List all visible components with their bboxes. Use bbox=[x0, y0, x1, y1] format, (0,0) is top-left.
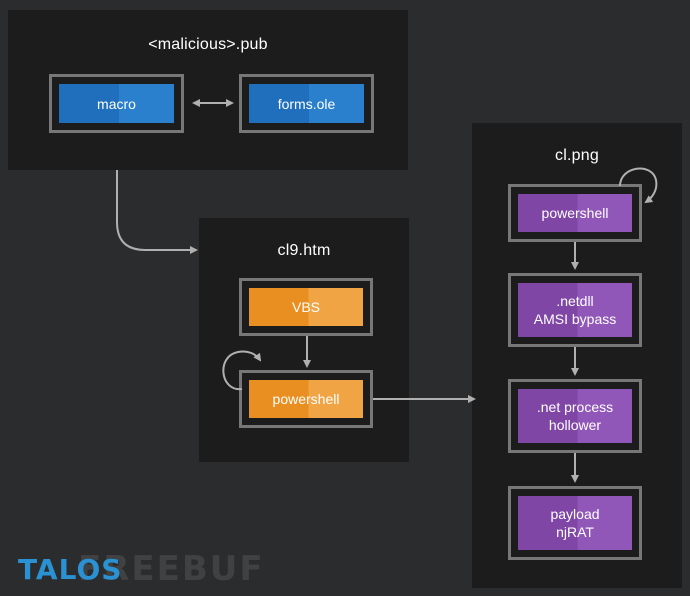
node-payload: payload njRAT bbox=[508, 486, 642, 560]
node-png-powershell-label: powershell bbox=[518, 194, 632, 232]
panel-publisher: <malicious>.pub macro forms.ole bbox=[8, 10, 408, 170]
node-netdll-line-2: AMSI bypass bbox=[533, 311, 617, 327]
watermark-text: FREEBUF bbox=[78, 549, 265, 589]
panel-publisher-title: <malicious>.pub bbox=[148, 36, 268, 53]
node-payload-line-2: njRAT bbox=[556, 524, 594, 540]
node-vbs-label: VBS bbox=[249, 288, 363, 326]
node-process-hollower-line-1: .net process bbox=[536, 399, 614, 415]
node-macro: macro bbox=[49, 74, 184, 133]
node-payload-label: payload njRAT bbox=[518, 496, 632, 550]
panel-htm: cl9.htm VBS powershell bbox=[199, 218, 409, 462]
node-png-powershell: powershell bbox=[508, 184, 642, 242]
node-vbs: VBS bbox=[239, 278, 373, 336]
panel-png: cl.png powershell .netdll AMSI bypass .n… bbox=[472, 123, 682, 588]
talos-logo: TALOS bbox=[18, 553, 123, 586]
node-netdll: .netdll AMSI bypass bbox=[508, 273, 642, 347]
node-netdll-label: .netdll AMSI bypass bbox=[518, 283, 632, 337]
node-process-hollower: .net process hollower bbox=[508, 379, 642, 453]
node-macro-text: macro bbox=[97, 95, 136, 112]
node-process-hollower-line-2: hollower bbox=[548, 417, 602, 433]
node-forms-ole-label: forms.ole bbox=[249, 84, 364, 123]
node-htm-powershell: powershell bbox=[239, 370, 373, 428]
node-netdll-line-1: .netdll bbox=[556, 293, 594, 309]
panel-htm-title: cl9.htm bbox=[277, 242, 331, 259]
node-htm-powershell-label: powershell bbox=[249, 380, 363, 418]
node-forms-ole-text: forms.ole bbox=[277, 95, 336, 112]
node-payload-line-1: payload bbox=[550, 506, 600, 522]
connector-pub-to-htm bbox=[116, 170, 198, 254]
node-png-powershell-line-1: powershell bbox=[541, 205, 609, 221]
node-process-hollower-label: .net process hollower bbox=[518, 389, 632, 443]
node-vbs-text: VBS bbox=[291, 299, 320, 315]
node-forms-ole: forms.ole bbox=[239, 74, 374, 133]
panel-png-title: cl.png bbox=[555, 147, 599, 164]
node-htm-powershell-text: powershell bbox=[272, 391, 340, 407]
node-macro-label: macro bbox=[59, 84, 174, 123]
